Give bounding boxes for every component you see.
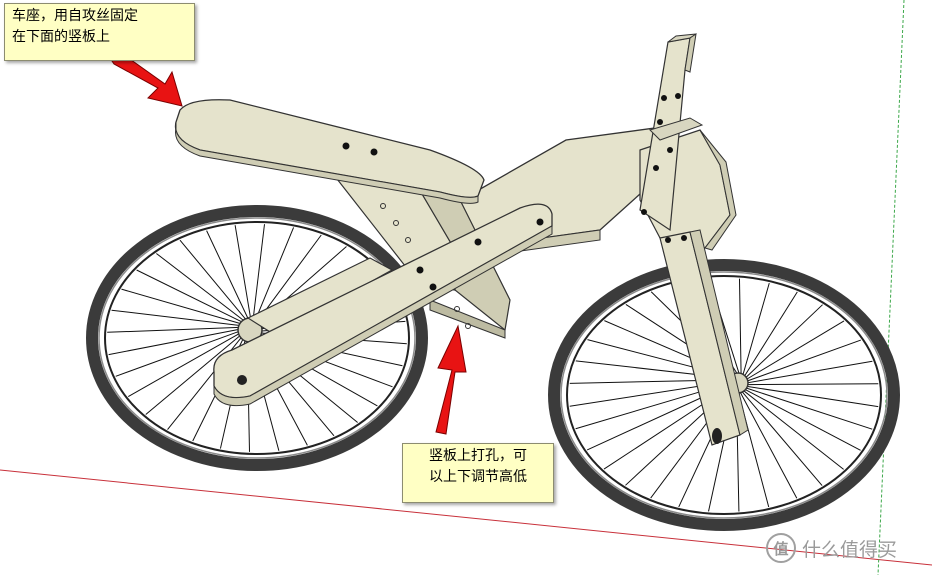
hole-callout: 竖板上打孔，可 以上下调节高低	[402, 443, 554, 503]
spoke	[742, 282, 770, 377]
rear-wheel	[86, 205, 428, 471]
frame-lower-beam	[246, 257, 394, 336]
spoke	[253, 227, 295, 324]
spoke	[743, 291, 798, 378]
spoke	[745, 339, 862, 382]
spoke	[136, 269, 246, 324]
spoke	[740, 390, 823, 486]
spoke	[743, 388, 861, 451]
spoke	[128, 331, 243, 397]
fork-board	[659, 229, 749, 446]
spoke	[107, 326, 243, 333]
spoke	[108, 328, 243, 356]
watermark-logo-icon: 值	[766, 533, 796, 563]
spoke	[115, 329, 243, 377]
spoke	[744, 304, 823, 379]
spoke	[745, 360, 873, 384]
spoke	[252, 224, 265, 323]
handlebar-stem	[639, 32, 704, 232]
arrow-to-seat	[109, 51, 183, 107]
arrow-to-hole	[435, 324, 467, 435]
spoke	[156, 253, 247, 324]
swing-arm-board	[213, 203, 553, 407]
spoke	[111, 309, 244, 327]
watermark: 值 什么值得买	[766, 533, 897, 563]
spoke	[738, 278, 742, 376]
spoke	[206, 230, 251, 323]
spoke	[745, 385, 879, 408]
spoke	[745, 383, 879, 386]
front-wheel	[548, 259, 900, 531]
seat	[174, 99, 485, 204]
spoke	[234, 225, 252, 323]
spoke	[179, 239, 249, 323]
spoke	[121, 288, 245, 326]
seat-callout: 车座，用自攻丝固定 在下面的竖板上	[4, 3, 195, 61]
spoke	[745, 320, 845, 381]
spoke	[742, 389, 844, 470]
watermark-text: 什么值得买	[802, 538, 898, 561]
spoke	[744, 387, 873, 430]
spoke	[739, 390, 798, 499]
spoke	[145, 332, 244, 415]
green-axis-line	[877, 0, 905, 575]
